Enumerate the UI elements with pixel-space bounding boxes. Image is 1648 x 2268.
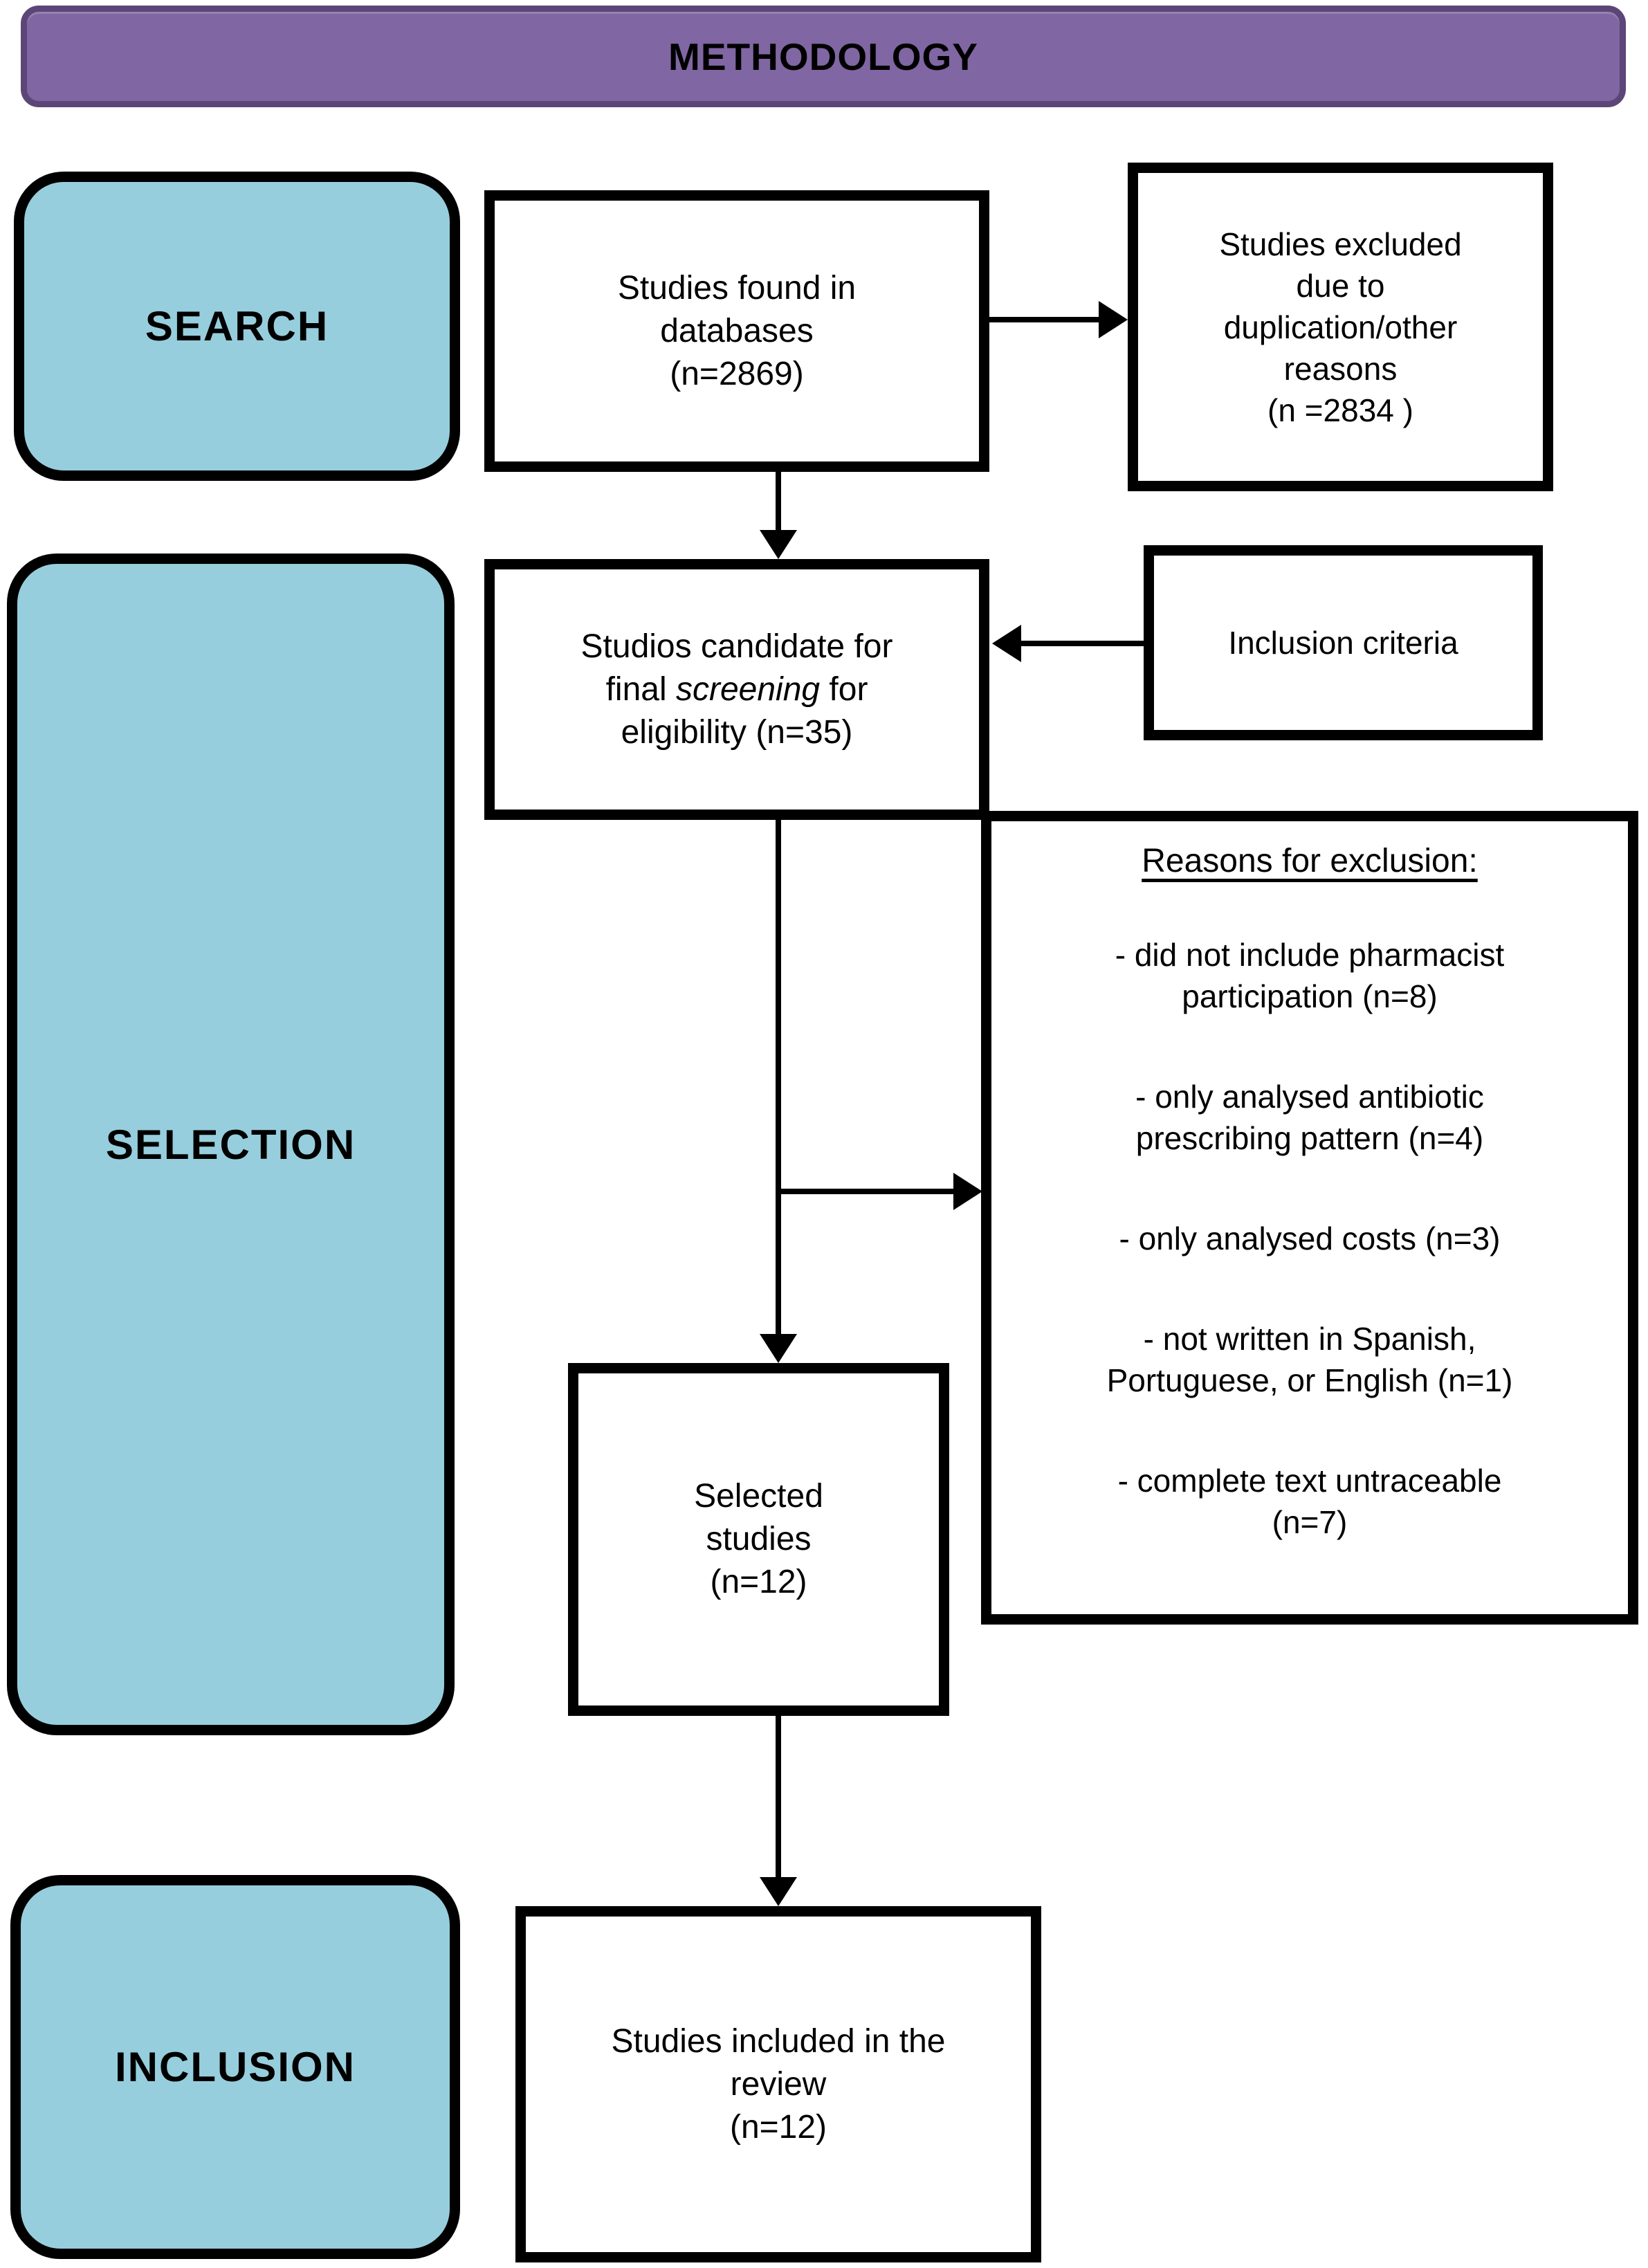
arrow-found-to-candidate-head	[760, 530, 797, 559]
arrow-candidate-to-selected-line	[776, 820, 781, 1335]
lane-inclusion-label: INCLUSION	[115, 2044, 356, 2090]
arrow-found-to-excluded-head	[1099, 301, 1128, 338]
arrow-criteria-to-candidate-head	[992, 625, 1021, 662]
studies-found-line3: (n=2869)	[670, 355, 804, 392]
methodology-banner: METHODOLOGY	[21, 6, 1626, 107]
arrow-branch-to-reasons-line	[778, 1189, 955, 1194]
node-studies-included: Studies included in the review (n=12)	[515, 1906, 1041, 2262]
studies-excluded-line3: duplication/other	[1223, 309, 1458, 345]
arrow-selected-to-included-line	[776, 1716, 781, 1878]
arrow-branch-to-reasons-head	[953, 1173, 982, 1210]
lane-inclusion: INCLUSION	[10, 1875, 460, 2259]
arrow-found-to-excluded-line	[989, 317, 1100, 322]
reason-item-line: Portuguese, or English (n=1)	[1106, 1362, 1513, 1398]
reason-item-line: participation (n=8)	[1182, 978, 1438, 1014]
reason-item-line: - only analysed costs (n=3)	[1119, 1220, 1501, 1256]
studies-excluded-line2: due to	[1296, 267, 1385, 304]
reason-item-line: - only analysed antibiotic	[1135, 1079, 1484, 1115]
studies-excluded-line4: reasons	[1283, 350, 1398, 387]
candidate-line2: final screening for	[606, 668, 868, 711]
candidate-line2-pre: final	[605, 670, 676, 708]
reason-item: - not written in Spanish, Portuguese, or…	[1005, 1318, 1614, 1401]
inclusion-criteria-label: Inclusion criteria	[1228, 625, 1458, 661]
included-line3: (n=12)	[729, 2108, 827, 2146]
candidate-line2-post: for	[820, 670, 868, 708]
banner-title: METHODOLOGY	[668, 35, 978, 78]
studies-excluded-line5: (n =2834 )	[1267, 392, 1413, 428]
node-studies-found: Studies found in databases (n=2869)	[484, 190, 989, 472]
lane-search: SEARCH	[14, 172, 460, 481]
lane-selection-label: SELECTION	[105, 1121, 356, 1168]
reason-item: - complete text untraceable (n=7)	[1005, 1460, 1614, 1543]
studies-found-line1: Studies found in	[617, 269, 857, 307]
arrow-selected-to-included-head	[760, 1877, 797, 1906]
reason-item-line: prescribing pattern (n=4)	[1135, 1120, 1484, 1156]
included-line1: Studies included in the	[611, 2022, 946, 2060]
arrow-found-to-candidate-line	[776, 472, 781, 533]
candidate-line1: Studios candidate for	[580, 628, 893, 665]
studies-found-line2: databases	[660, 312, 814, 349]
node-studies-excluded: Studies excluded due to duplication/othe…	[1128, 163, 1553, 491]
node-selected-studies: Selected studies (n=12)	[568, 1363, 949, 1716]
reason-item-line: - complete text untraceable	[1117, 1463, 1502, 1499]
arrow-candidate-to-selected-head	[760, 1334, 797, 1363]
candidate-line3: eligibility (n=35)	[621, 713, 853, 751]
reason-item: - did not include pharmacist participati…	[1005, 934, 1614, 1017]
included-line2: review	[730, 2065, 827, 2103]
studies-excluded-line1: Studies excluded	[1219, 226, 1462, 262]
selected-line2: studies	[706, 1521, 812, 1557]
node-inclusion-criteria: Inclusion criteria	[1144, 545, 1543, 740]
reason-item: - only analysed antibiotic prescribing p…	[1005, 1076, 1614, 1159]
reason-item-line: (n=7)	[1272, 1504, 1348, 1540]
selected-line1: Selected	[694, 1478, 823, 1515]
reason-item: - only analysed costs (n=3)	[1005, 1218, 1614, 1259]
reasons-title: Reasons for exclusion:	[1142, 843, 1478, 879]
node-reasons-for-exclusion: Reasons for exclusion: - did not include…	[981, 811, 1638, 1625]
reason-item-line: - not written in Spanish,	[1143, 1321, 1476, 1357]
lane-search-label: SEARCH	[145, 303, 329, 349]
reason-item-line: - did not include pharmacist	[1115, 937, 1505, 973]
node-candidate-studies: Studios candidate for final screening fo…	[484, 559, 989, 820]
candidate-line2-italic: screening	[675, 670, 821, 708]
arrow-criteria-to-candidate-line	[1021, 641, 1144, 646]
lane-selection: SELECTION	[7, 554, 455, 1735]
selected-line3: (n=12)	[710, 1564, 807, 1600]
